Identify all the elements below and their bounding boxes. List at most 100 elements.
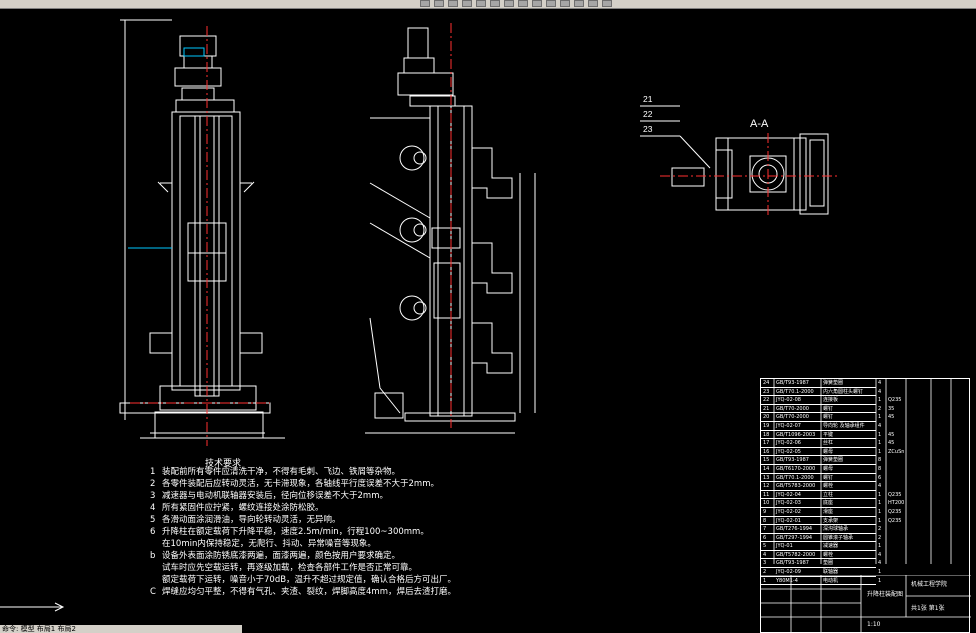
bom-cell: GB/T5783-2000 [776,483,816,490]
callout-21: 21 [643,94,653,104]
scale: 1:10 [867,621,881,628]
bom-cell: 2 [878,534,882,541]
note-item: 试车时应先空载运转，再逐级加载，检查各部件工作是否正常可靠。 [150,562,590,574]
bom-cell: 20 [763,414,770,421]
note-number [150,574,162,586]
bom-cell: 24 [763,380,770,386]
note-text: 焊缝应均匀平整，不得有气孔、夹渣、裂纹，焊脚高度4mm，焊后去渣打磨。 [162,587,456,597]
drawing-canvas[interactable]: A-A 21 22 23 [0,8,976,633]
bom-row: 15 GB/T93-1987 弹簧垫圈 8 [761,456,881,465]
title-grid [761,575,971,633]
bom-cell: ZCuSn [888,448,905,455]
bom-cell: 8 [878,457,882,464]
bom-cell: GB/T297-1994 [776,534,813,541]
bom-cell: 深沟球轴承 [823,526,849,533]
bom-cell: 21 [763,405,770,412]
bom-cell: 45 [888,414,895,421]
bom-cell: JYQ-02-06 [776,440,801,447]
bom-cell: 螺母 [823,448,834,455]
bom-cell: 弹簧垫圈 [823,457,844,464]
note-number: 2 [150,479,156,489]
bom-cell: 5 [763,543,767,550]
bom-row: 19 JYQ-02-07 导向轮 及轴承组件 4 [761,422,881,431]
bom-cell: 18 [763,431,770,438]
school-name: 机械工程学院 [911,581,948,588]
bom-cell: 3 [763,560,767,567]
bom-cell: 13 [763,474,770,481]
bom-cell: 7 [763,526,767,533]
bom-cell: 15 [763,457,770,464]
note-text: 各滑动面涂润滑油，导向轮转动灵活，无异响。 [162,515,341,525]
bom-cell: JYQ-02-09 [776,569,801,576]
layer-icon[interactable] [574,0,584,7]
cut-icon[interactable] [476,0,486,7]
bom-cell: 17 [763,440,770,447]
notes-title: 技术要求 [205,459,242,469]
bom-cell: 4 [878,560,882,567]
note-number: C [150,587,156,597]
bom-cell: GB/T93-1987 [776,560,809,567]
bom-cell: Q235 [888,517,902,524]
bom-cell: 23 [763,388,770,395]
bom-cell: GB/T276-1994 [776,526,813,533]
new-icon[interactable] [420,0,430,7]
note-text: 各零件装配后应转动灵活，无卡滞现象，各轴线平行度误差不大于2mm。 [162,479,439,489]
bom-cell: 减速器 [823,543,839,550]
save-icon[interactable] [448,0,458,7]
bom-cell: 1 [878,397,882,404]
bom-cell: 联轴器 [823,569,839,576]
bom-cell: 1 [763,577,767,584]
bom-cell: 19 [763,422,770,429]
bom-cell: 1 [878,508,882,515]
callout-23: 23 [643,124,653,134]
undo-icon[interactable] [518,0,528,7]
bom-row: 2 JYQ-02-09 联轴器 1 [761,568,881,577]
note-text: 所有紧固件应拧紧，螺纹连接处涂防松胶。 [162,503,324,513]
help-icon[interactable] [602,0,612,7]
copy-icon[interactable] [490,0,500,7]
bom-cell: GB/T70-2000 [776,405,809,412]
properties-icon[interactable] [588,0,598,7]
zoom-icon[interactable] [546,0,556,7]
bom-cell: 4 [878,551,882,558]
bom-cell: JYQ-02-08 [776,397,801,404]
bom-cell: Q235 [888,508,902,515]
bom-cell: GB/T5782-2000 [776,551,816,558]
paste-icon[interactable] [504,0,514,7]
note-number [150,562,162,574]
bom-cell: 4 [878,422,882,429]
bom-cell: 2 [763,569,767,576]
bom-cell: 连接板 [823,397,839,404]
bom-cell: 导向轮 及轴承组件 [823,422,865,429]
bom-cell: 10 [763,500,770,507]
sheet-info: 共1张 第1张 [911,605,945,612]
bom-cell: JYQ-02-03 [776,500,801,507]
print-icon[interactable] [462,0,472,7]
note-text: 在10min内保持稳定，无爬行、抖动、异常噪音等现象。 [162,539,376,549]
bom-cell: 1 [878,543,882,550]
bom-cell: GB/T93-1987 [776,457,809,464]
note-number: 4 [150,503,156,513]
pan-icon[interactable] [560,0,570,7]
bom-cell: JYQ-02-07 [776,422,801,429]
note-text: 设备外表面涂防锈底漆两遍，面漆两遍，颜色按用户要求确定。 [162,551,401,561]
command-line[interactable]: 命令: 模型 布局1 布局2 [0,625,242,633]
bom-cell: Y80M1-4 [776,577,798,584]
bom-cell: 1 [878,569,882,576]
redo-icon[interactable] [532,0,542,7]
open-icon[interactable] [434,0,444,7]
cad-drawing [0,19,840,612]
